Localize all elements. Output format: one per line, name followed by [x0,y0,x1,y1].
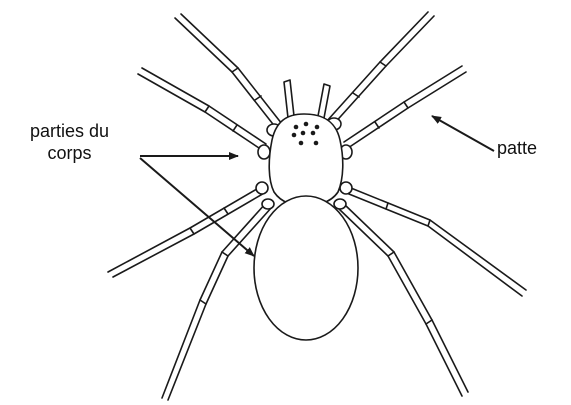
arrow-leg [432,116,494,151]
palp-left [284,80,294,118]
body-parts-label: parties du corps [12,120,127,164]
leg-left-1 [175,14,282,128]
arrow-body-to-abdomen [140,158,254,256]
body-parts-label-line-2: corps [12,142,127,164]
leg-right-2 [344,66,466,148]
cephalothorax [269,114,343,206]
palp-right [318,84,330,118]
body-parts-label-line-1: parties du [12,120,127,142]
leg-right-1 [326,12,434,126]
leg-label: patte [497,137,537,159]
abdomen [254,196,358,340]
leg-left-4 [162,203,272,400]
